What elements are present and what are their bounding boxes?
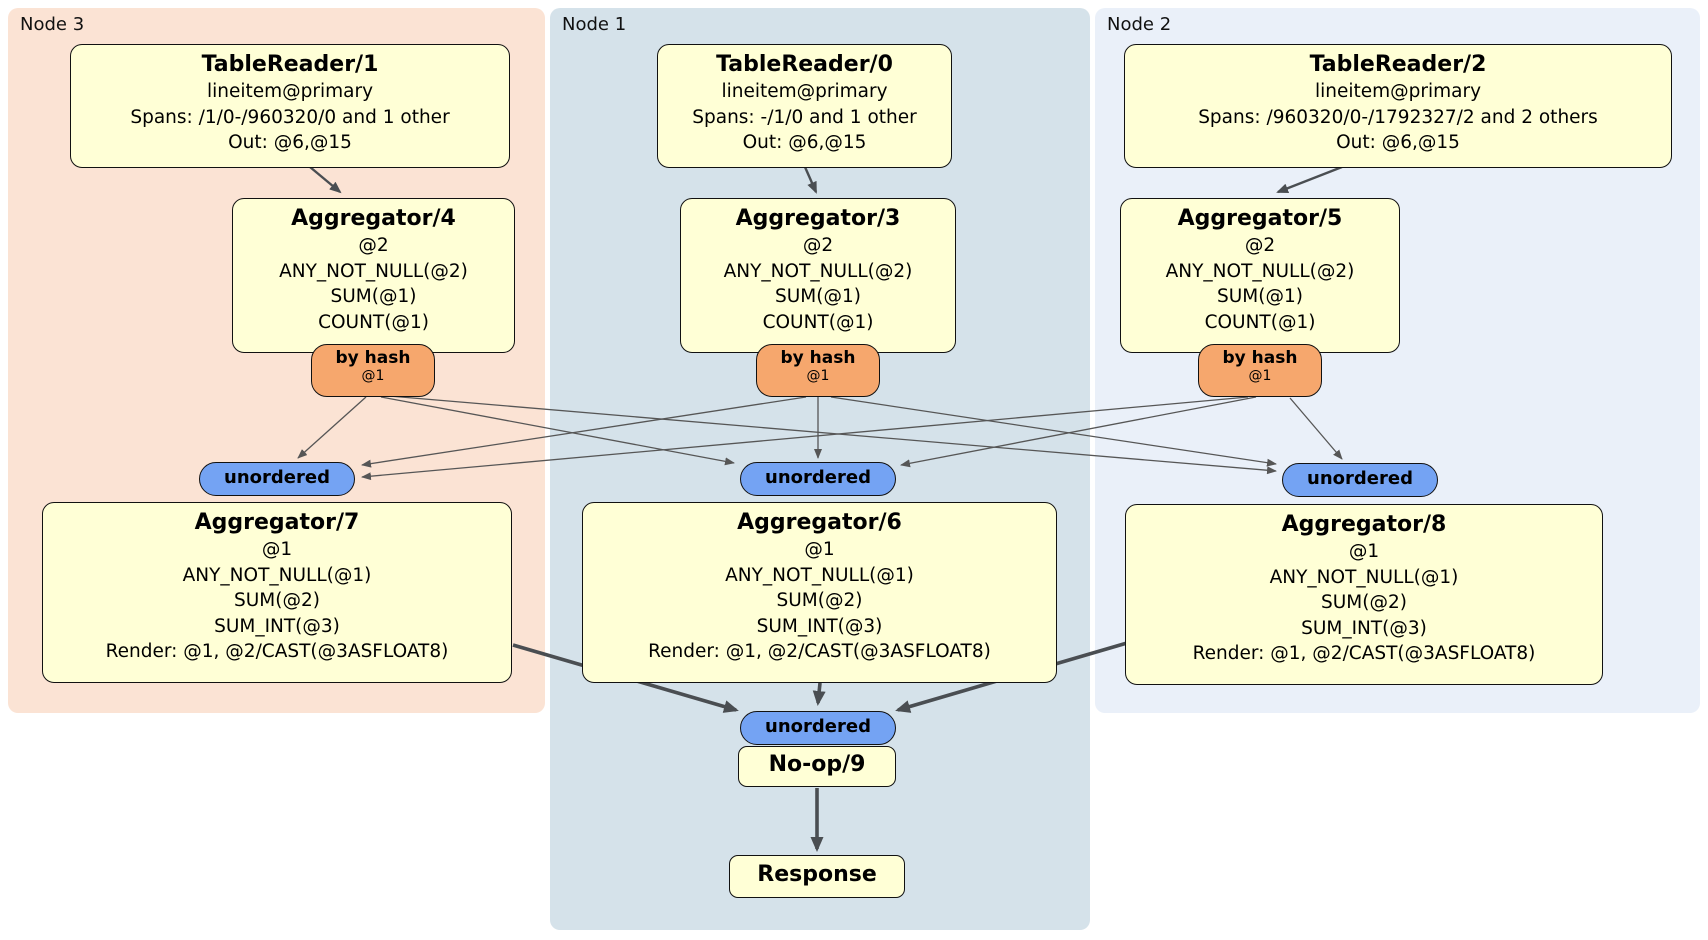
edge-hash3-sync-left [361, 396, 807, 468]
processor-detail: Out: @6,@15 [1336, 132, 1460, 153]
processor-aggregator-7: Aggregator/7 @1 ANY_NOT_NULL(@1) SUM(@2)… [42, 502, 512, 683]
edge-hash4-sync-mid [380, 396, 735, 466]
processor-detail: SUM_INT(@3) [756, 615, 883, 637]
processor-tablereader-1: TableReader/1 lineitem@primary Spans: /1… [70, 44, 510, 168]
panel-label-node-3: Node 3 [20, 14, 85, 35]
processor-detail: Spans: /1/0-/960320/0 and 1 other [130, 106, 450, 128]
sync-label: unordered [765, 716, 871, 737]
processor-detail: SUM_INT(@3) [1301, 617, 1427, 639]
processor-detail: @2 [358, 235, 389, 256]
router-by-hash-mid: by hash @1 [756, 344, 880, 397]
processor-detail: SUM(@2) [234, 590, 320, 611]
sync-unordered-left: unordered [199, 462, 355, 496]
processor-detail: COUNT(@1) [762, 311, 874, 333]
processor-detail: @1 [804, 539, 835, 560]
processor-detail: Render: @1, @2/CAST(@3ASFLOAT8) [1192, 643, 1536, 664]
edge-hash5-sync-mid [900, 396, 1257, 468]
processor-detail: Spans: -/1/0 and 1 other [692, 106, 917, 128]
processor-response: Response [729, 855, 905, 898]
processor-aggregator-6: Aggregator/6 @1 ANY_NOT_NULL(@1) SUM(@2)… [582, 502, 1057, 683]
sync-label: unordered [1307, 468, 1413, 489]
processor-detail: SUM(@1) [775, 286, 861, 307]
router-by-hash-right: by hash @1 [1198, 344, 1322, 397]
router-label: by hash [780, 348, 856, 368]
processor-detail: Render: @1, @2/CAST(@3ASFLOAT8) [648, 641, 991, 662]
edge-hash5-sync-right [1289, 397, 1343, 460]
processor-aggregator-3: Aggregator/3 @2 ANY_NOT_NULL(@2) SUM(@1)… [680, 198, 956, 353]
router-label: by hash [1222, 348, 1298, 368]
sync-label: unordered [765, 467, 871, 488]
processor-aggregator-8: Aggregator/8 @1 ANY_NOT_NULL(@1) SUM(@2)… [1125, 504, 1603, 685]
processor-detail: Render: @1, @2/CAST(@3ASFLOAT8) [105, 641, 449, 662]
router-detail: @1 [806, 368, 830, 384]
processor-tablereader-2: TableReader/2 lineitem@primary Spans: /9… [1124, 44, 1672, 168]
sync-unordered-mid: unordered [740, 462, 896, 496]
processor-title: Aggregator/7 [194, 510, 360, 535]
processor-detail: SUM(@2) [776, 590, 863, 611]
edge-hash4-sync-right [388, 395, 1277, 475]
processor-title: No-op/9 [768, 752, 866, 777]
processor-title: Aggregator/8 [1281, 512, 1447, 537]
processor-detail: @1 [261, 539, 293, 560]
processor-detail: Out: @6,@15 [742, 132, 867, 153]
processor-detail: lineitem@primary [721, 81, 888, 102]
processor-aggregator-5: Aggregator/5 @2 ANY_NOT_NULL(@2) SUM(@1)… [1120, 198, 1400, 353]
processor-tablereader-0: TableReader/0 lineitem@primary Spans: -/… [657, 44, 952, 168]
router-by-hash-left: by hash @1 [311, 344, 435, 397]
processor-detail: ANY_NOT_NULL(@1) [725, 564, 914, 586]
processor-detail: ANY_NOT_NULL(@2) [1165, 260, 1355, 282]
processor-detail: SUM(@1) [330, 286, 417, 307]
sync-label: unordered [224, 467, 330, 488]
router-label: by hash [335, 348, 411, 368]
router-detail: @1 [361, 368, 385, 384]
processor-detail: ANY_NOT_NULL(@2) [279, 260, 468, 282]
edge-hash4-sync-left [297, 396, 367, 459]
edge-tr0-agg3 [803, 166, 818, 194]
processor-detail: Out: @6,@15 [228, 132, 352, 153]
edge-tr1-agg4 [309, 166, 342, 194]
processor-detail: @1 [1348, 541, 1380, 562]
processor-detail: COUNT(@1) [1204, 311, 1316, 333]
processor-detail: Spans: /960320/0-/1792327/2 and 2 others [1198, 106, 1598, 128]
processor-detail: ANY_NOT_NULL(@1) [1269, 566, 1459, 588]
processor-detail: @2 [802, 235, 834, 256]
sync-unordered-final: unordered [740, 711, 896, 745]
processor-aggregator-4: Aggregator/4 @2 ANY_NOT_NULL(@2) SUM(@1)… [232, 198, 515, 353]
edge-hash3-sync-right [830, 396, 1277, 467]
processor-detail: SUM(@1) [1217, 286, 1303, 307]
processor-title: TableReader/0 [716, 52, 893, 77]
sync-unordered-right: unordered [1282, 463, 1438, 497]
processor-detail: @2 [1244, 235, 1276, 256]
processor-noop-9: No-op/9 [738, 746, 896, 787]
processor-title: Response [757, 862, 877, 887]
router-detail: @1 [1248, 368, 1272, 384]
processor-detail: SUM_INT(@3) [214, 615, 340, 637]
processor-title: Aggregator/3 [735, 206, 901, 231]
processor-detail: lineitem@primary [206, 81, 374, 102]
processor-detail: lineitem@primary [1314, 81, 1482, 102]
processor-detail: ANY_NOT_NULL(@2) [723, 260, 913, 282]
panel-label-node-2: Node 2 [1107, 14, 1172, 35]
processor-title: TableReader/1 [201, 52, 379, 77]
edge-tr2-agg5 [1276, 165, 1343, 194]
processor-detail: ANY_NOT_NULL(@1) [182, 564, 372, 586]
edge-hash5-sync-left [361, 396, 1249, 481]
processor-title: TableReader/2 [1309, 52, 1487, 77]
panel-label-node-1: Node 1 [562, 14, 627, 35]
processor-detail: SUM(@2) [1321, 592, 1407, 613]
edge-agg6-sync-bottom [812, 682, 826, 706]
processor-title: Aggregator/4 [291, 206, 456, 231]
processor-detail: COUNT(@1) [318, 311, 429, 333]
processor-title: Aggregator/6 [737, 510, 902, 535]
processor-title: Aggregator/5 [1177, 206, 1343, 231]
